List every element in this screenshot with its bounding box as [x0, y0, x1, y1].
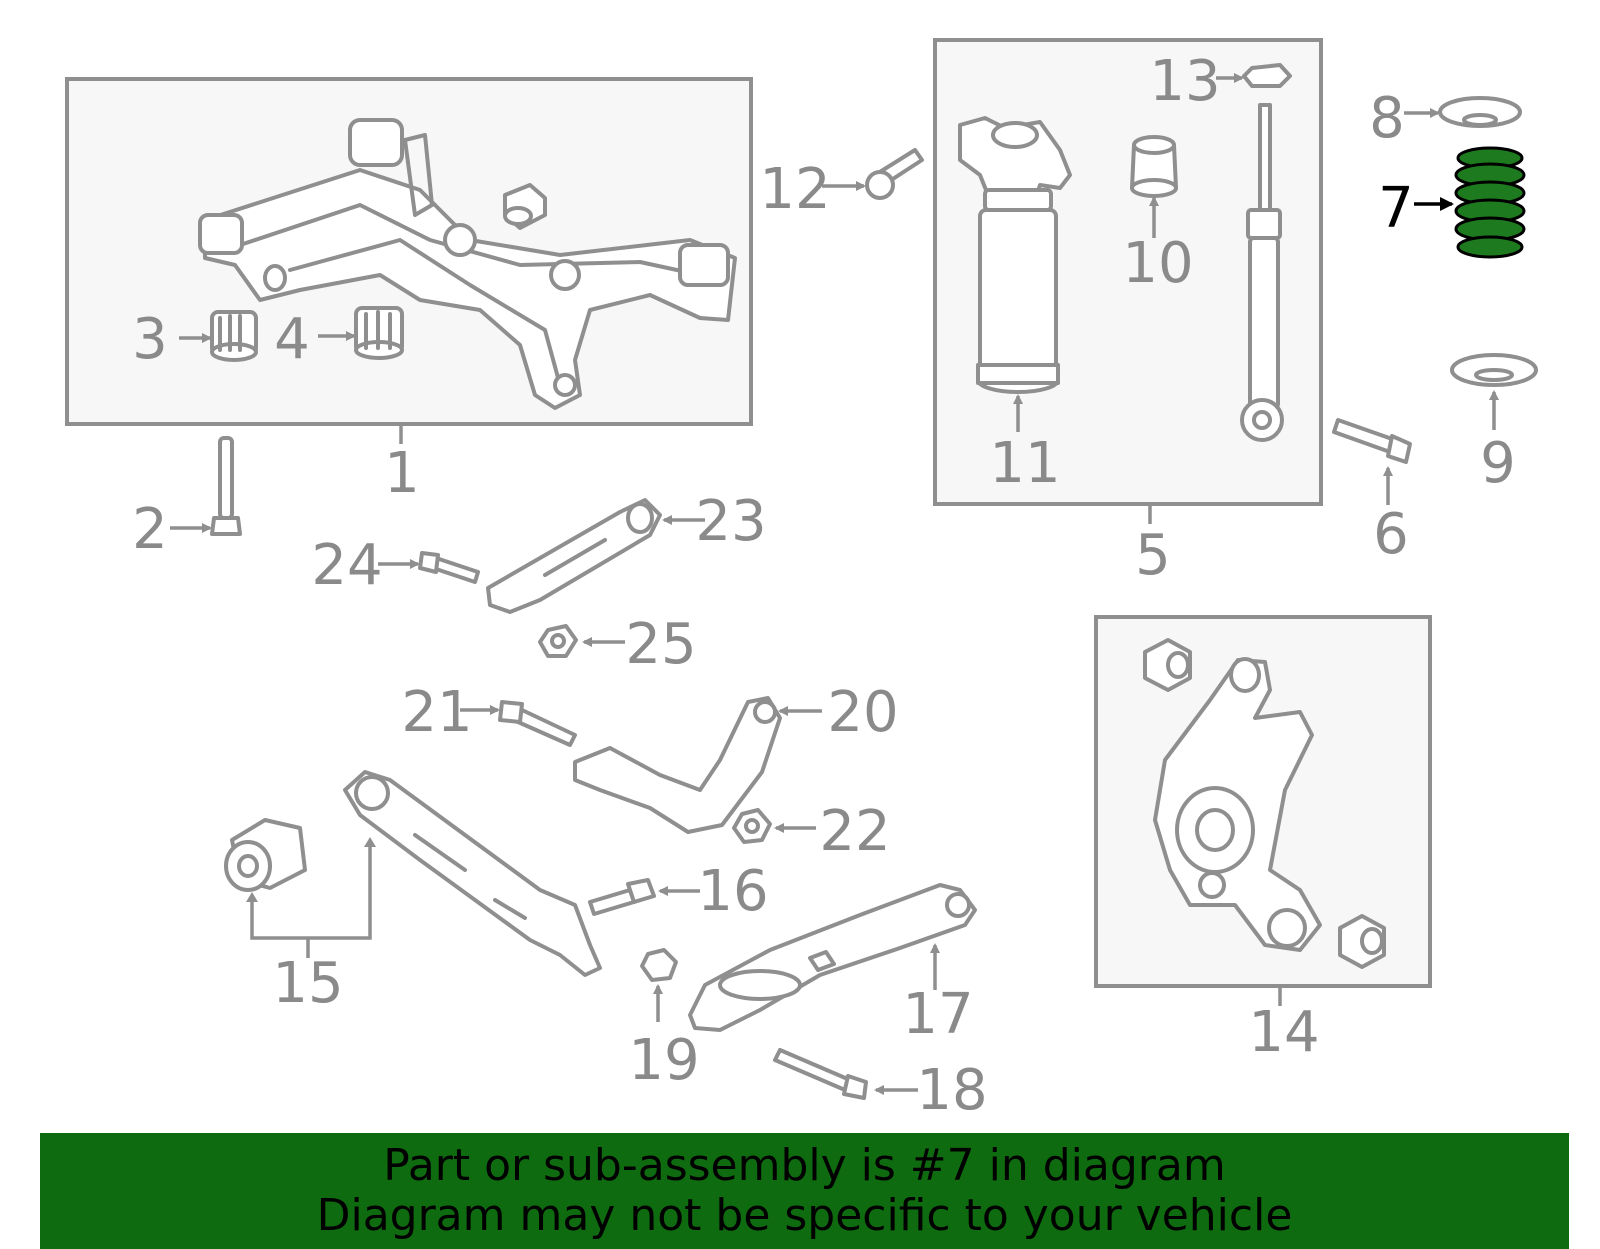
coil-spring-7-icon[interactable]: [1454, 146, 1526, 259]
nut-22-icon[interactable]: [732, 808, 772, 844]
label-14: 14: [1248, 1000, 1319, 1065]
bump-stop-10-icon[interactable]: [1130, 135, 1178, 198]
label-19: 19: [628, 1028, 699, 1093]
label-8: 8: [1369, 86, 1405, 151]
subframe-icon[interactable]: [198, 118, 737, 410]
bolt-18-icon[interactable]: [773, 1048, 868, 1100]
bolt-16-icon[interactable]: [588, 878, 656, 916]
label-21: 21: [401, 680, 472, 745]
label-17: 17: [902, 982, 973, 1047]
label-22: 22: [819, 799, 890, 864]
label-13: 13: [1149, 49, 1220, 114]
label-9: 9: [1480, 431, 1516, 496]
knuckle-bushing-upper-icon[interactable]: [1143, 638, 1192, 692]
leader-15: [250, 845, 372, 940]
lower-arm-17-icon[interactable]: [688, 883, 977, 1032]
bushing-4-icon[interactable]: [354, 306, 404, 360]
label-6: 6: [1373, 502, 1409, 567]
label-20: 20: [827, 680, 898, 745]
label-5: 5: [1135, 523, 1171, 588]
spring-seat-9-icon[interactable]: [1450, 353, 1538, 387]
shock-absorber-icon[interactable]: [1240, 103, 1284, 442]
label-10: 10: [1122, 231, 1193, 296]
bushing-15-icon[interactable]: [224, 818, 307, 892]
banner-line-2: Diagram may not be specific to your vehi…: [316, 1190, 1293, 1241]
shock-assembly-group: [933, 38, 1323, 524]
knuckle-group: [1094, 615, 1432, 1006]
label-18: 18: [916, 1058, 987, 1123]
nut-19-icon[interactable]: [640, 948, 678, 982]
nut-25-icon[interactable]: [538, 624, 578, 658]
lateral-link-15-icon[interactable]: [343, 770, 602, 977]
label-24: 24: [311, 533, 382, 598]
label-23: 23: [695, 489, 766, 554]
air-spring-icon[interactable]: [958, 116, 1072, 394]
label-11: 11: [989, 431, 1060, 496]
banner-line-1: Part or sub-assembly is #7 in diagram: [383, 1140, 1226, 1191]
label-25: 25: [625, 612, 696, 677]
toe-arm-23-icon[interactable]: [486, 498, 662, 614]
camber-arm-20-icon[interactable]: [573, 696, 782, 834]
knuckle-icon[interactable]: [1153, 657, 1322, 952]
label-1: 1: [384, 441, 420, 506]
label-12: 12: [759, 157, 830, 222]
nut-13-icon[interactable]: [1242, 63, 1292, 88]
label-7: 7: [1378, 176, 1414, 241]
bolt-21-icon[interactable]: [498, 700, 577, 747]
bolt-24-icon[interactable]: [418, 551, 480, 584]
bushing-3-icon[interactable]: [210, 310, 258, 362]
label-3: 3: [132, 307, 168, 372]
subframe-group: [65, 77, 753, 444]
bolt-2-icon[interactable]: [210, 436, 242, 536]
bolt-12-icon[interactable]: [865, 148, 924, 200]
label-16: 16: [697, 859, 768, 924]
info-banner: Part or sub-assembly is #7 in diagram Di…: [40, 1133, 1569, 1249]
spring-seat-8-icon[interactable]: [1438, 96, 1522, 128]
label-2: 2: [132, 497, 168, 562]
bushing-icon[interactable]: [503, 183, 547, 230]
knuckle-bushing-lower-icon[interactable]: [1338, 914, 1386, 969]
bolt-6-icon[interactable]: [1332, 418, 1412, 464]
label-4: 4: [274, 307, 310, 372]
label-15: 15: [272, 951, 343, 1016]
